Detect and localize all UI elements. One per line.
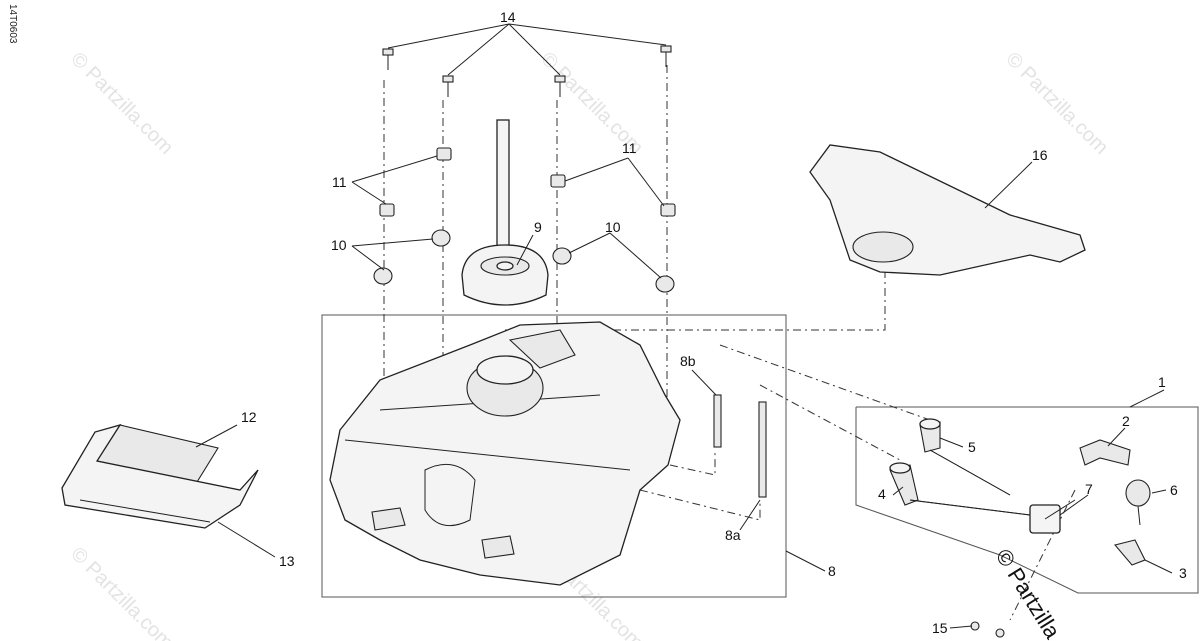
fuel-tank-assembly-box — [321, 314, 787, 598]
callout-14: 14 — [500, 9, 516, 25]
callout-8b: 8b — [680, 353, 696, 369]
bushing-11 — [379, 147, 676, 217]
elbow-5 — [919, 418, 941, 453]
protector-16 — [809, 144, 1086, 276]
callout-10: 10 — [605, 219, 621, 235]
hose-3 — [1114, 539, 1146, 566]
callout-16: 16 — [1032, 147, 1048, 163]
valve-7 — [1029, 499, 1076, 534]
copyright-mark: © Partzilla — [991, 544, 1066, 641]
elbow-4 — [889, 462, 919, 506]
callout-11: 11 — [332, 174, 347, 190]
strap-8a — [758, 401, 767, 498]
fuel-cap-9 — [461, 119, 549, 306]
callout-9: 9 — [534, 219, 542, 235]
callout-3: 3 — [1179, 565, 1187, 581]
hose-2 — [1079, 439, 1131, 466]
callout-15: 15 — [932, 620, 948, 636]
callout-1: 1 — [1158, 374, 1166, 390]
filter-6 — [1125, 479, 1151, 526]
reference-code: 14T0603 — [7, 4, 18, 44]
callout-8: 8 — [828, 563, 836, 579]
callout-6: 6 — [1170, 482, 1178, 498]
fuel-tank-8 — [329, 321, 681, 586]
callout-8a: 8a — [725, 527, 741, 543]
callout-labels: 1 2 3 4 5 6 7 8 8a 8b 9 10 10 11 11 12 1… — [241, 9, 1187, 636]
callout-5: 5 — [968, 439, 976, 455]
callout-7: 7 — [1085, 481, 1093, 497]
callout-4: 4 — [878, 486, 886, 502]
fuel-valve-assembly-box — [855, 406, 1199, 594]
leader-lines — [195, 23, 1173, 629]
callout-11: 11 — [622, 140, 637, 156]
hoses — [909, 449, 1031, 516]
callout-13: 13 — [279, 553, 295, 569]
callout-2: 2 — [1122, 413, 1130, 429]
watermark: © Partzilla.com — [66, 543, 177, 641]
screw-14 — [382, 45, 672, 97]
screw-15 — [970, 621, 1005, 638]
grommet-10 — [373, 229, 675, 293]
callout-10: 10 — [331, 237, 347, 253]
watermark: © Partzilla.com — [66, 48, 177, 159]
shield-13 — [61, 423, 259, 529]
callout-12: 12 — [241, 409, 257, 425]
strap-8b — [713, 394, 722, 448]
watermark: © Partzilla.com — [1001, 48, 1112, 159]
